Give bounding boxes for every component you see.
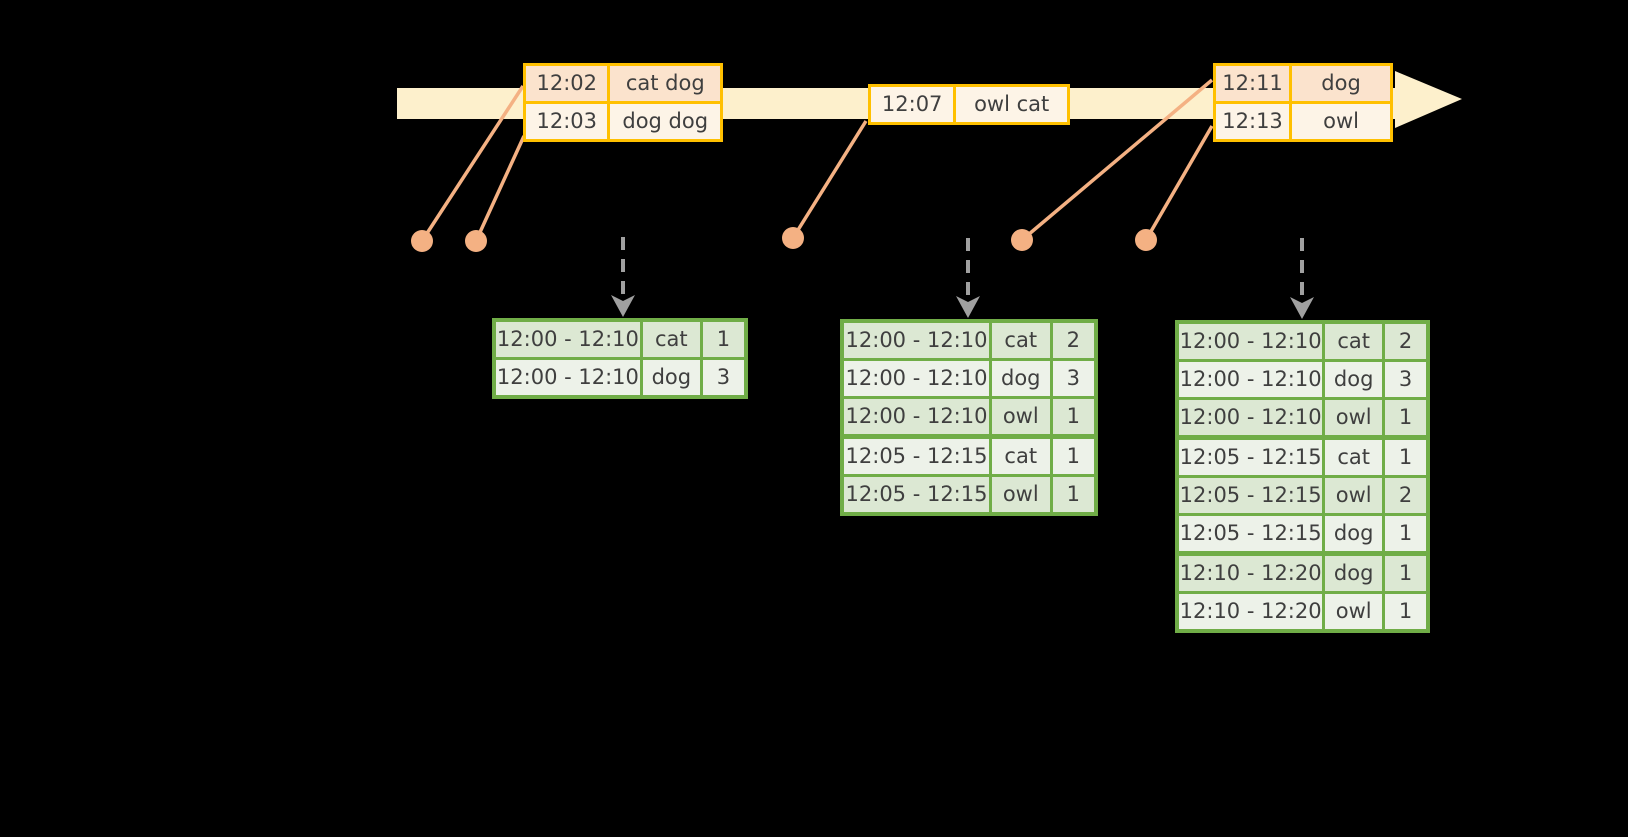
event-connector-line-4 <box>1020 78 1214 242</box>
count-cell: 3 <box>1052 361 1094 396</box>
word-cell: owl <box>1325 478 1383 513</box>
count-cell: 1 <box>1385 516 1426 551</box>
event-connector-line-5 <box>1144 125 1214 241</box>
window-cell: 12:00 - 12:10 <box>844 361 989 396</box>
word-cell: dog <box>992 361 1050 396</box>
count-cell: 2 <box>1385 478 1426 513</box>
window-cell: 12:10 - 12:20 <box>1179 556 1323 591</box>
event-dot-1 <box>411 230 433 252</box>
window-cell: 12:05 - 12:15 <box>1179 516 1323 551</box>
count-cell: 1 <box>1385 594 1426 629</box>
word-cell: dog <box>1325 362 1383 397</box>
count-cell: 1 <box>1052 399 1094 434</box>
window-cell: 12:00 - 12:10 <box>1179 324 1323 359</box>
count-cell: 1 <box>1385 440 1426 475</box>
time-cell: 12:03 <box>526 104 608 139</box>
count-cell: 1 <box>1385 556 1426 591</box>
count-cell: 3 <box>702 360 744 395</box>
event-connector-line-3 <box>791 120 868 239</box>
event-dot-3 <box>782 227 804 249</box>
count-cell: 1 <box>1385 400 1426 435</box>
word-cell: owl <box>992 477 1050 512</box>
event-connector-line-1 <box>420 85 525 242</box>
time-cell: 12:13 <box>1216 104 1290 139</box>
timeline-arrowhead <box>1395 71 1462 128</box>
event-dot-2 <box>465 230 487 252</box>
words-cell: dog dog <box>610 104 720 139</box>
word-cell: cat <box>642 322 700 357</box>
count-cell: 3 <box>1385 362 1426 397</box>
window-cell: 12:10 - 12:20 <box>1179 594 1323 629</box>
words-cell: owl <box>1292 104 1390 139</box>
event-connector-line-2 <box>474 135 526 242</box>
time-cell: 12:02 <box>526 66 608 101</box>
trigger-arrowhead-3 <box>1290 297 1314 319</box>
word-cell: owl <box>1325 400 1383 435</box>
trigger-arrowhead-1 <box>611 295 635 317</box>
event-dot-5 <box>1135 229 1157 251</box>
word-cell: dog <box>1325 556 1383 591</box>
words-cell: owl cat <box>956 87 1067 122</box>
time-cell: 12:11 <box>1216 66 1290 101</box>
window-cell: 12:05 - 12:15 <box>1179 440 1323 475</box>
word-cell: cat <box>1325 324 1383 359</box>
word-cell: cat <box>1325 440 1383 475</box>
event-dot-4 <box>1011 229 1033 251</box>
window-cell: 12:00 - 12:10 <box>1179 400 1323 435</box>
words-cell: cat dog <box>610 66 720 101</box>
count-cell: 1 <box>1052 477 1094 512</box>
trigger-arrowhead-2 <box>956 296 980 318</box>
word-cell: dog <box>1325 516 1383 551</box>
window-cell: 12:00 - 12:10 <box>844 323 989 358</box>
window-cell: 12:00 - 12:10 <box>496 322 640 357</box>
window-cell: 12:05 - 12:15 <box>844 439 989 474</box>
window-cell: 12:00 - 12:10 <box>1179 362 1323 397</box>
word-cell: owl <box>992 399 1050 434</box>
count-cell: 2 <box>1385 324 1426 359</box>
time-cell: 12:07 <box>871 87 954 122</box>
word-cell: cat <box>992 439 1050 474</box>
window-cell: 12:00 - 12:10 <box>844 399 989 434</box>
count-cell: 2 <box>1052 323 1094 358</box>
words-cell: dog <box>1292 66 1390 101</box>
word-cell: owl <box>1325 594 1383 629</box>
window-cell: 12:05 - 12:15 <box>1179 478 1323 513</box>
word-cell: cat <box>992 323 1050 358</box>
count-cell: 1 <box>1052 439 1094 474</box>
window-cell: 12:00 - 12:10 <box>496 360 640 395</box>
word-cell: dog <box>642 360 700 395</box>
window-cell: 12:05 - 12:15 <box>844 477 989 512</box>
count-cell: 1 <box>702 322 744 357</box>
